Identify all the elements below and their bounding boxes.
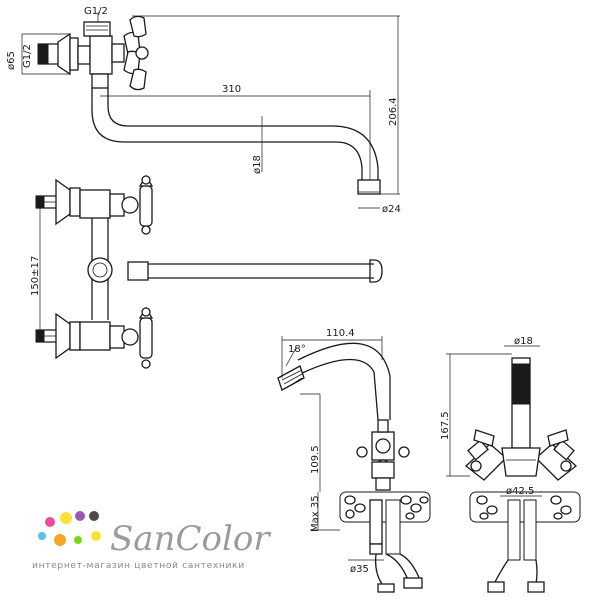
dim-flange-diameter: ø65 [6,51,17,70]
dim-thread-side: G1/2 [22,44,33,68]
deck-stones [344,495,429,520]
dim-max-deck: Max 35 [310,495,321,532]
flange-plate [69,37,79,71]
spout-pipe-outer [91,88,363,180]
spout-swivel [91,73,109,89]
wall-hatch [37,43,49,65]
logo-dot-orange [54,534,66,546]
spout-pipe-inner [107,88,379,180]
dim-basin-base: ø35 [350,564,369,575]
dim-spout-end-diameter: ø24 [382,204,401,215]
side-deck-stones [476,495,572,520]
dim-side-pipe: ø18 [514,336,533,347]
center-nut [87,257,113,283]
valve-body [89,35,113,75]
brand-name: SanColor [110,519,271,559]
logo-dot-green [74,536,82,544]
front-view: 150±17 [30,174,383,369]
basin-spout-outer [299,358,379,421]
top-view: G1/2 ø65 G1/2 310 206.4 ø18 ø24 [6,6,401,215]
side-handle-right [535,429,578,481]
wall-flange [57,32,71,76]
spout-end [357,179,381,195]
side-handle-left [464,429,507,481]
dim-side-base: ø42.5 [506,486,534,497]
logo-dot-blue [38,532,46,540]
logo-dot-pink [45,517,55,527]
dim-basin-spout-height: 109.5 [310,445,321,474]
brand-tagline: интернет-магазин цветной сантехники [32,560,245,571]
cross-handle-top [111,15,149,91]
basin-mixer-side: ø18 167.5 ø42.5 [440,336,581,593]
logo-dot-yellow-2 [91,531,101,541]
cross-handle-upper [109,174,154,235]
dim-spout-reach: 310 [222,84,241,95]
dim-total-height: 206.4 [388,97,399,126]
logo-dot-yellow [60,512,72,524]
dim-thread-top: G1/2 [84,6,108,17]
eccentric [77,45,91,65]
dim-pipe-diameter: ø18 [252,155,263,174]
basin-spout-inner [297,342,391,420]
dim-basin-reach: 110.4 [326,328,355,339]
dim-center-distance: 150±17 [30,256,41,296]
logo-dot-dark [89,511,99,521]
cross-handle-lower [109,306,154,369]
dim-angle: 18° [288,344,306,355]
top-cap [83,21,111,37]
basin-mixer-front: 110.4 18° 109.5 Max 35 ø35 [277,328,431,593]
brand-logo: SanColor интернет-магазин цветной сантех… [32,511,271,571]
logo-dot-purple [75,511,85,521]
dim-side-height: 167.5 [440,411,451,440]
